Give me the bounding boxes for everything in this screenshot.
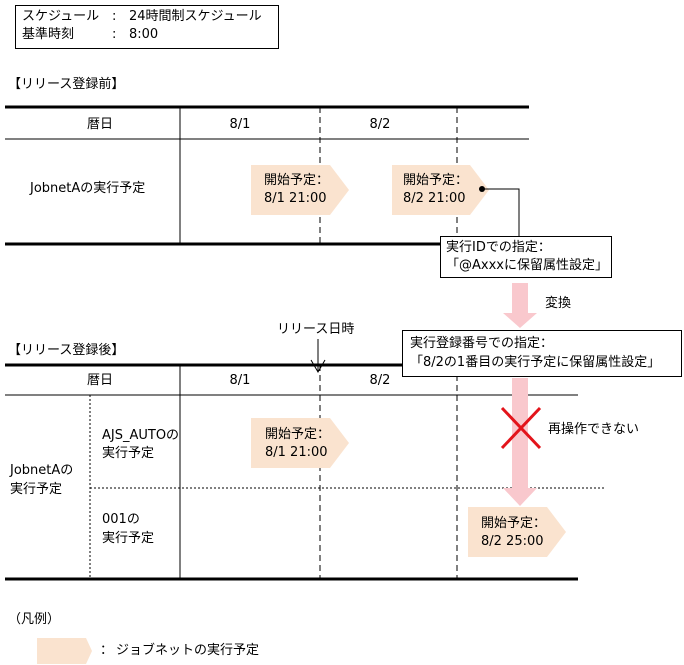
base-time-value: 8:00 bbox=[129, 27, 159, 42]
callout-num-line1: 実行登録番号での指定： bbox=[410, 336, 554, 351]
connector-line bbox=[482, 188, 520, 236]
no-reoperation-label: 再操作できない bbox=[548, 422, 640, 437]
after-schedule-1-shape bbox=[251, 418, 349, 468]
before-schedule-1-shape bbox=[251, 165, 349, 215]
before-row-label: JobnetAの実行予定 bbox=[30, 181, 146, 196]
after-schedule-2-shape bbox=[468, 507, 566, 557]
reassign-arrow bbox=[503, 378, 537, 506]
before-day-2: 8/2 bbox=[369, 117, 391, 132]
cross-icon-line-b bbox=[500, 406, 542, 450]
after-schedule-2-line2: 8/2 25:00 bbox=[481, 534, 544, 549]
callout-id-line1: 実行IDでの指定： bbox=[446, 240, 551, 255]
after-sub2-line1: 001の bbox=[102, 512, 140, 527]
schedule-info-box bbox=[15, 5, 279, 49]
callout-num-box bbox=[402, 330, 682, 377]
legend-shape bbox=[37, 638, 92, 664]
after-sub1-line1: AJS_AUTOの bbox=[102, 428, 180, 443]
base-time-sep: : bbox=[112, 27, 117, 42]
callout-id-box bbox=[440, 236, 612, 278]
after-day-1: 8/1 bbox=[229, 373, 251, 388]
before-section-title: 【リリース登録前】 bbox=[8, 77, 125, 92]
after-sub2-line2: 実行予定 bbox=[102, 531, 155, 546]
after-schedule-2-line1: 開始予定： bbox=[481, 516, 547, 531]
after-row-label-line1: JobnetAの bbox=[10, 463, 74, 478]
release-time-marker-arrowhead bbox=[310, 359, 326, 373]
before-schedule-1-line2: 8/1 21:00 bbox=[264, 191, 327, 206]
after-day-2: 8/2 bbox=[369, 373, 391, 388]
after-sub1-line2: 実行予定 bbox=[102, 446, 155, 461]
base-time-label: 基準時刻 bbox=[22, 27, 75, 42]
legend-title: （凡例） bbox=[8, 612, 61, 627]
schedule-sep: : bbox=[112, 9, 117, 24]
callout-id-line2: 「@Axxxに保留属性設定」 bbox=[446, 258, 608, 273]
before-schedule-2-line2: 8/2 21:00 bbox=[403, 191, 466, 206]
legend-item-label: ジョブネットの実行予定 bbox=[116, 643, 260, 658]
after-section-title: 【リリース登録後】 bbox=[8, 343, 125, 358]
after-row-label-line2: 実行予定 bbox=[10, 482, 63, 497]
before-schedule-1-line1: 開始予定： bbox=[264, 173, 330, 188]
release-time-label: リリース日時 bbox=[277, 322, 355, 337]
schedule-label: スケジュール bbox=[22, 9, 100, 24]
before-day-1: 8/1 bbox=[229, 117, 251, 132]
convert-arrow bbox=[503, 283, 537, 328]
after-schedule-1-line2: 8/1 21:00 bbox=[265, 445, 328, 460]
before-calendar-header: 暦日 bbox=[86, 117, 113, 132]
callout-num-line2: 「8/2の1番目の実行予定に保留属性設定」 bbox=[410, 355, 661, 370]
after-calendar-header: 暦日 bbox=[86, 373, 113, 388]
schedule-value: 24時間制スケジュール bbox=[129, 9, 262, 24]
convert-label: 変換 bbox=[545, 296, 572, 311]
before-schedule-2-shape bbox=[392, 165, 489, 215]
after-schedule-1-line1: 開始予定： bbox=[265, 427, 331, 442]
legend-sep: ： bbox=[100, 643, 114, 658]
before-schedule-2-line1: 開始予定： bbox=[403, 173, 469, 188]
